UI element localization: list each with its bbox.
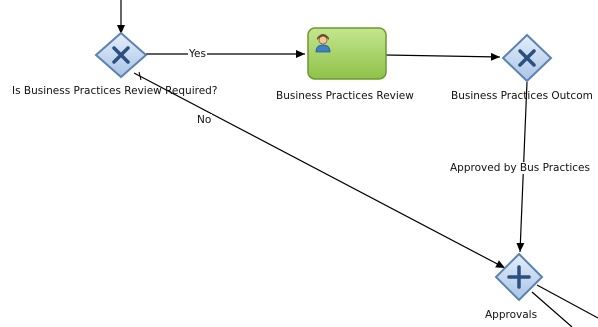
- outcome-label: Business Practices Outcom: [451, 90, 593, 102]
- approvals-gateway[interactable]: [494, 252, 544, 302]
- approvals-out-edge-1[interactable]: [536, 284, 598, 319]
- approved-edge-label: Approved by Bus Practices: [449, 162, 591, 174]
- review-to-outcome-edge[interactable]: [385, 52, 501, 61]
- business-practices-review-label: Business Practices Review: [276, 90, 414, 102]
- user-icon: [315, 34, 331, 53]
- approvals-label: Approvals: [485, 309, 538, 321]
- review-required-label: Is Business Practices Review Required?: [12, 85, 218, 97]
- review-required-gateway[interactable]: [94, 31, 148, 79]
- parallel-plus-icon: [507, 265, 531, 289]
- no-edge-label: No: [196, 114, 213, 126]
- business-practices-review-task[interactable]: [307, 27, 387, 80]
- yes-edge-label: Yes: [188, 48, 207, 60]
- outcome-gateway[interactable]: [501, 33, 553, 83]
- no-flow-edge[interactable]: [133, 72, 506, 269]
- approvals-out-edge-2[interactable]: [531, 291, 573, 327]
- exclusive-x-icon: [518, 49, 536, 67]
- exclusive-x-icon: [112, 46, 130, 64]
- default-flow-marker: [138, 71, 142, 81]
